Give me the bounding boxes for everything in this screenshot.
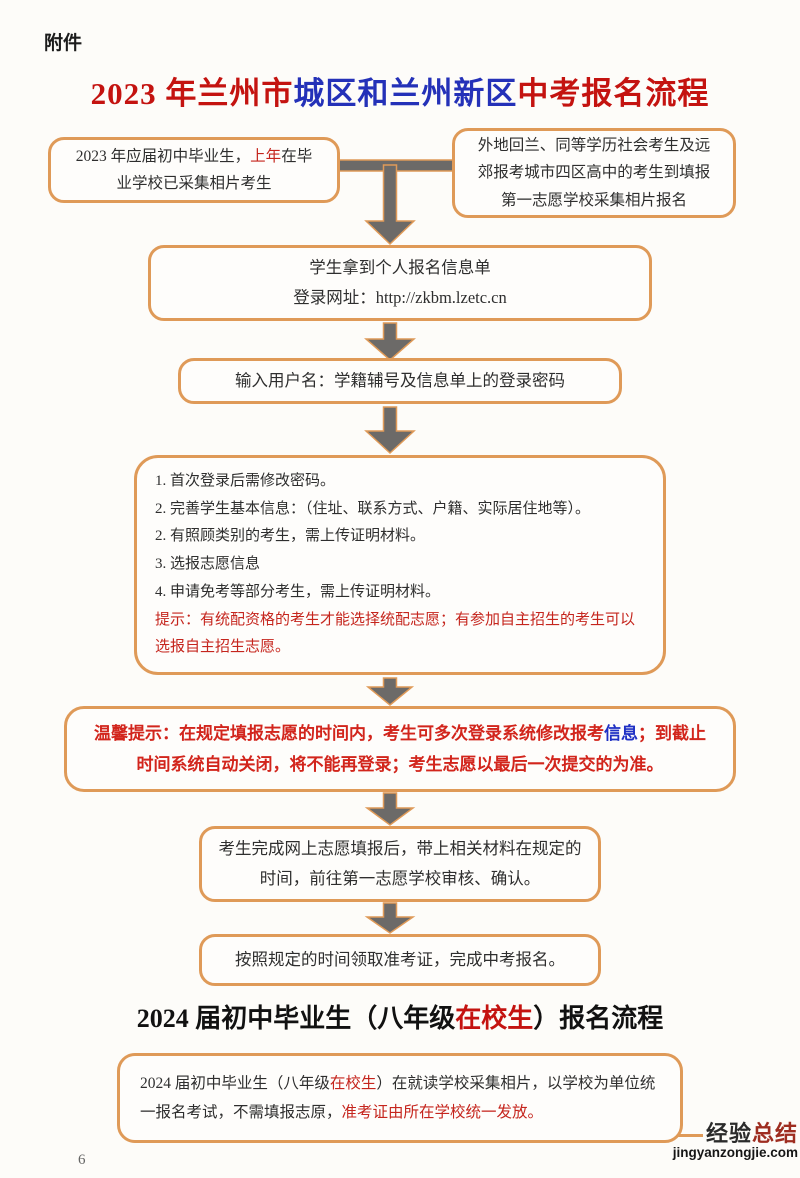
box-graduates-2023: 2023 年应届初中毕业生，上年在毕业学校已采集相片考生 [48, 137, 340, 203]
page-number: 6 [78, 1152, 86, 1168]
step-item: 3. 选报志愿信息 [155, 556, 261, 573]
box-admission-ticket: 按照规定的时间领取准考证，完成中考报名。 [199, 934, 601, 986]
blue-emphasis: 信息 [604, 723, 638, 743]
down-arrow-icon [365, 677, 415, 706]
step-item: 2. 完善学生基本信息：（住址、联系方式、户籍、实际居住地等）。 [155, 500, 591, 517]
box-nonlocal-candidates: 外地回兰、同等学历社会考生及远郊报考城市四区高中的考生到填报第一志愿学校采集相片… [452, 128, 736, 218]
down-arrow-icon [364, 792, 416, 826]
title-2023-red-part1: 2023 年兰州市 [90, 76, 294, 111]
steps-tip-red: 提示：有统配资格的考生才能选择统配志愿；有参加自主招生的考生可以选报自主招生志愿… [155, 611, 636, 656]
warm-tip-text: 温馨提示：在规定填报志愿的时间内，考生可多次登录系统修改报考信息；到截止时间系统… [94, 723, 706, 774]
step-item: 4. 申请免考等部分考生，需上传证明材料。 [155, 583, 441, 600]
title-2024-red-part: 在校生 [455, 1004, 534, 1033]
box-info-sheet: 学生拿到个人报名信息单 登录网址：http://zkbm.lzetc.cn [148, 245, 652, 321]
red-emphasis: 在校生 [329, 1074, 377, 1092]
box-steps: 1. 首次登录后需修改密码。 2. 完善学生基本信息：（住址、联系方式、户籍、实… [134, 455, 666, 675]
red-emphasis: 准考证由所在学校统一发放。 [341, 1104, 544, 1121]
red-emphasis: 上年 [250, 147, 282, 165]
box-warm-tip: 温馨提示：在规定填报志愿的时间内，考生可多次登录系统修改报考信息；到截止时间系统… [64, 706, 736, 792]
watermark-dash [676, 1133, 703, 1137]
down-arrow-icon [364, 902, 416, 934]
box-grade8-2024: 2024 届初中毕业生（八年级在校生）在就读学校采集相片，以学校为单位统一报名考… [117, 1053, 683, 1143]
title-2023: 2023 年兰州市城区和兰州新区中考报名流程 [0, 68, 800, 113]
watermark-brand: 经验总结 [673, 1121, 798, 1146]
box-login: 输入用户名：学籍辅号及信息单上的登录密码 [178, 358, 622, 404]
admission-text: 按照规定的时间领取准考证，完成中考报名。 [235, 950, 565, 970]
down-arrow-icon [364, 322, 416, 361]
title-2024: 2024 届初中毕业生（八年级在校生）报名流程 [136, 1004, 664, 1033]
title-2023-red-part2: 中考报名流程 [517, 76, 710, 111]
step-item: 2. 有照顾类别的考生，需上传证明材料。 [155, 528, 426, 545]
info-sheet-line1: 学生拿到个人报名信息单 [309, 258, 491, 278]
grade8-text: 2024 届初中毕业生（八年级在校生）在就读学校采集相片，以学校为单位统一报名考… [140, 1074, 656, 1121]
confirm-text: 考生完成网上志愿填报后，带上相关材料在规定的时间，前往第一志愿学校审核、确认。 [218, 839, 582, 888]
attachment-label: 附件 [44, 33, 83, 54]
connector-horizontal-bar [327, 159, 455, 172]
down-arrow-icon [364, 164, 416, 246]
box-confirm: 考生完成网上志愿填报后，带上相关材料在规定的时间，前往第一志愿学校审核、确认。 [199, 826, 601, 902]
watermark: 经验总结 jingyanzongjie.com [672, 1121, 798, 1161]
box-graduates-text: 2023 年应届初中毕业生，上年在毕业学校已采集相片考生 [75, 147, 313, 192]
down-arrow-icon [364, 406, 416, 455]
watermark-domain: jingyanzongjie.com [672, 1145, 798, 1161]
step-item: 1. 首次登录后需修改密码。 [155, 472, 336, 489]
box-nonlocal-text: 外地回兰、同等学历社会考生及远郊报考城市四区高中的考生到填报第一志愿学校采集相片… [477, 137, 711, 209]
registration-url: 登录网址：http://zkbm.lzetc.cn [293, 288, 507, 307]
login-text: 输入用户名：学籍辅号及信息单上的登录密码 [235, 371, 565, 391]
title-2023-blue-part: 城区和兰州新区 [293, 76, 518, 111]
